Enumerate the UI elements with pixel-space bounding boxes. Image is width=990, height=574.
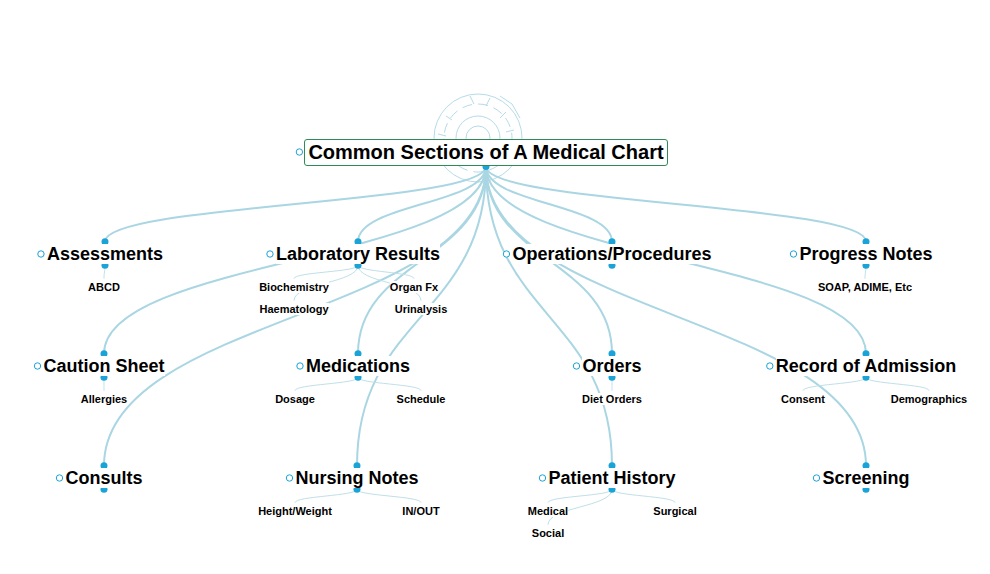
topic-label: Patient History — [548, 468, 675, 489]
subtopic-node: SOAP, ADIME, Etc — [817, 281, 913, 294]
topic-node: Progress Notes — [798, 244, 933, 265]
branch-connector — [486, 167, 612, 466]
side-ring — [34, 363, 40, 369]
side-ring — [813, 475, 819, 481]
topic-label: Laboratory Results — [276, 244, 440, 265]
topic-node: Medications — [305, 356, 411, 377]
leaf-connector — [612, 489, 675, 502]
subtopic-node: Consent — [780, 393, 826, 406]
leaf-connector — [803, 377, 866, 390]
topic-label: Orders — [582, 356, 641, 377]
subtopic-label: Social — [532, 527, 564, 540]
branch-connector — [486, 167, 612, 242]
topic-node: Patient History — [547, 468, 676, 489]
subtopic-node: Social — [531, 527, 565, 540]
subtopic-node: Schedule — [396, 393, 447, 406]
leaf-connector — [357, 489, 421, 502]
branch-connector — [486, 167, 866, 466]
subtopic-label: Surgical — [653, 505, 696, 518]
topic-label: Caution Sheet — [43, 356, 164, 377]
subtopic-label: Schedule — [397, 393, 446, 406]
subtopic-label: Height/Weight — [258, 505, 332, 518]
side-ring — [296, 149, 302, 155]
topic-node: Nursing Notes — [294, 468, 419, 489]
topic-node: Operations/Procedures — [511, 244, 712, 265]
leaf-connector — [358, 265, 414, 278]
subtopic-label: SOAP, ADIME, Etc — [818, 281, 912, 294]
subtopic-node: ABCD — [87, 281, 121, 294]
subtopic-node: Urinalysis — [394, 303, 449, 316]
subtopic-node: Diet Orders — [581, 393, 643, 406]
topic-node: Orders — [581, 356, 642, 377]
subtopic-label: Demographics — [891, 393, 967, 406]
subtopic-node: Dosage — [274, 393, 316, 406]
branch-connector — [357, 167, 486, 466]
subtopic-label: IN/OUT — [402, 505, 439, 518]
subtopic-label: Dosage — [275, 393, 315, 406]
branch-connector — [104, 167, 486, 466]
subtopic-node: Demographics — [890, 393, 968, 406]
subtopic-node: Surgical — [652, 505, 697, 518]
topic-node: Consults — [64, 468, 143, 489]
leaf-connector — [866, 377, 929, 390]
leaf-connector — [294, 265, 358, 278]
topic-label: Screening — [822, 468, 909, 489]
side-ring — [297, 363, 303, 369]
subtopic-label: Consent — [781, 393, 825, 406]
side-ring — [767, 363, 773, 369]
side-ring — [790, 251, 796, 257]
topic-node: Screening — [821, 468, 910, 489]
subtopic-node: Medical — [527, 505, 569, 518]
subtopic-node: Allergies — [80, 393, 128, 406]
side-ring — [286, 475, 292, 481]
topic-label: Progress Notes — [799, 244, 932, 265]
branch-connector — [358, 167, 486, 242]
leaf-connector — [548, 489, 612, 502]
subtopic-label: Allergies — [81, 393, 127, 406]
topic-label: Record of Admission — [776, 356, 956, 377]
subtopic-node: Height/Weight — [257, 505, 333, 518]
topic-label: Nursing Notes — [295, 468, 418, 489]
branch-connector — [486, 167, 866, 242]
subtopic-node: Biochemistry — [258, 281, 330, 294]
topic-node: Assessments — [46, 244, 164, 265]
topic-node: Record of Admission — [775, 356, 957, 377]
topic-label: Consults — [65, 468, 142, 489]
subtopic-label: Biochemistry — [259, 281, 329, 294]
root-label: Common Sections of A Medical Chart — [308, 141, 663, 164]
side-ring — [56, 475, 62, 481]
leaf-connector — [358, 377, 421, 390]
subtopic-label: Urinalysis — [395, 303, 448, 316]
branch-connector — [105, 167, 486, 242]
subtopic-label: Haematology — [259, 303, 328, 316]
connection-dots — [34, 149, 869, 493]
topic-node: Caution Sheet — [42, 356, 165, 377]
topic-node: Laboratory Results — [275, 244, 441, 265]
subtopic-node: Haematology — [258, 303, 329, 316]
side-ring — [573, 363, 579, 369]
connector-group — [104, 167, 929, 525]
topic-label: Medications — [306, 356, 410, 377]
leaf-connector — [295, 489, 357, 502]
side-ring — [503, 251, 509, 257]
side-ring — [539, 475, 545, 481]
topic-label: Assessments — [47, 244, 163, 265]
subtopic-label: Medical — [528, 505, 568, 518]
side-ring — [267, 251, 273, 257]
subtopic-node: IN/OUT — [401, 505, 440, 518]
leaf-connector — [295, 377, 358, 390]
side-ring — [38, 251, 44, 257]
subtopic-label: ABCD — [88, 281, 120, 294]
topic-label: Operations/Procedures — [512, 244, 711, 265]
root-box: Common Sections of A Medical Chart — [304, 139, 667, 166]
subtopic-label: Diet Orders — [582, 393, 642, 406]
subtopic-label: Organ Fx — [390, 281, 438, 294]
subtopic-node: Organ Fx — [389, 281, 439, 294]
